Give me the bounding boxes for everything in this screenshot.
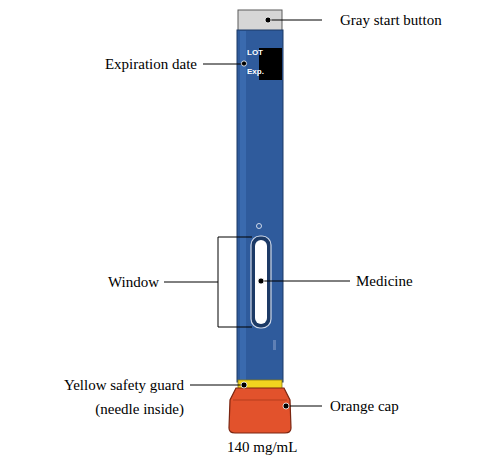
cap-rim <box>233 400 287 401</box>
leader-line <box>286 406 322 407</box>
leader-dot <box>258 278 264 284</box>
orange-cap <box>229 388 291 433</box>
part-label: Orange cap <box>330 396 399 416</box>
part-label: Expiration date <box>105 54 197 74</box>
pen-body <box>237 30 283 382</box>
strength-label: 140 mg/mL <box>227 437 297 457</box>
part-label: Medicine <box>356 271 413 291</box>
window-frame <box>251 236 271 328</box>
leader-dot <box>241 382 247 388</box>
leader-dot <box>283 403 289 409</box>
pen-marking: LOT <box>247 48 263 57</box>
body-highlight <box>240 31 246 381</box>
pen-marking: Exp. <box>247 67 264 76</box>
leader-dot <box>241 61 246 66</box>
leader-dot <box>265 17 271 23</box>
part-label: Window <box>108 272 159 292</box>
part-label: Gray start button <box>340 10 442 30</box>
marking <box>273 340 276 350</box>
leader-line <box>164 282 218 283</box>
indicator-hole <box>257 224 262 229</box>
part-label: Yellow safety guard (needle inside) <box>52 373 184 421</box>
leader-line <box>203 64 244 65</box>
window-bracket <box>218 237 252 327</box>
window-medicine <box>255 240 267 324</box>
leader-line <box>190 385 244 386</box>
leader-line <box>261 281 350 282</box>
leader-line <box>268 20 322 21</box>
